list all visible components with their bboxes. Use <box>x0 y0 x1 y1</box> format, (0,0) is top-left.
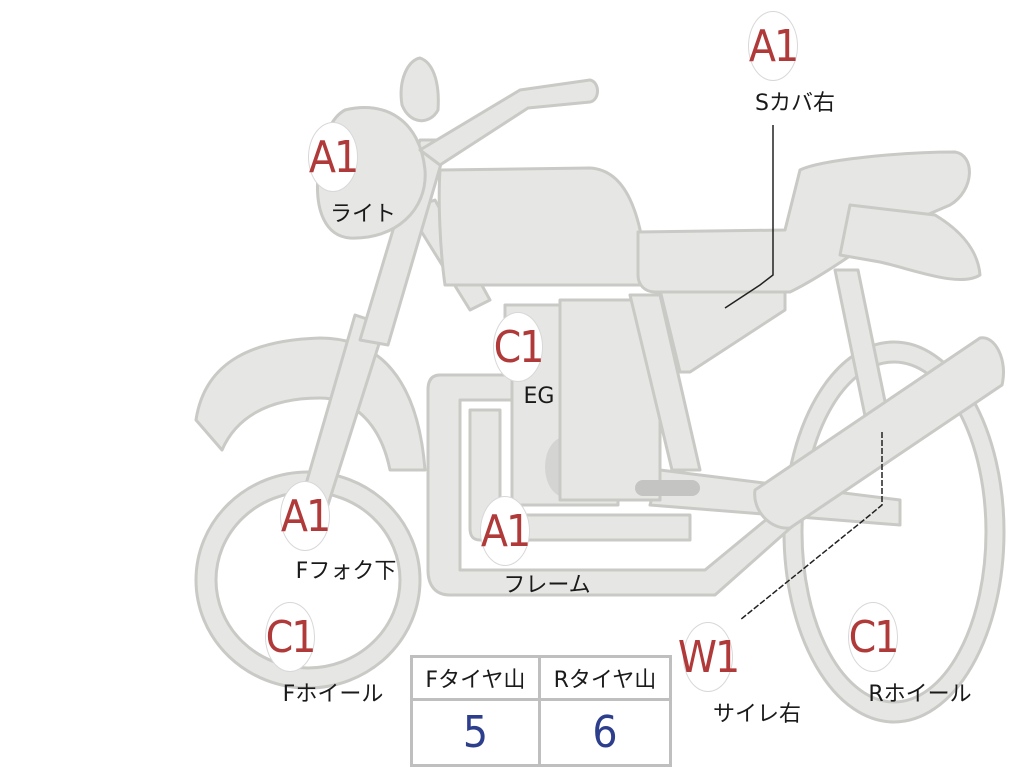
front-tire-tread-header: Fタイヤ山 <box>410 655 541 701</box>
frame-grade-badge: A1 <box>480 496 531 566</box>
tire-tread-table: Fタイヤ山 Rタイヤ山 5 6 <box>410 655 673 767</box>
s-cover-right-grade-badge: A1 <box>748 11 799 81</box>
silencer-right-grade-badge: W1 <box>678 622 740 692</box>
light-label: ライト <box>329 202 397 227</box>
light-grade-badge: A1 <box>308 122 359 192</box>
rear-tire-tread-value: 6 <box>537 698 673 767</box>
front-fork-lower-grade-badge: A1 <box>280 481 331 551</box>
front-fork-lower-label: Fフォク下 <box>295 559 397 584</box>
front-wheel-grade-badge: C1 <box>265 602 316 672</box>
rear-tube-shape <box>628 293 702 472</box>
front-wheel-label: Fホイール <box>282 682 384 707</box>
engine-side-shape <box>558 298 662 502</box>
fuel-tank-shape <box>437 166 650 287</box>
handlebar-shape <box>418 78 599 167</box>
silencer-shape <box>753 336 1005 530</box>
engine-label: EG <box>523 384 555 409</box>
rear-wheel-grade-badge: C1 <box>848 602 899 672</box>
exhaust-pipe-shape <box>426 373 807 597</box>
footpeg-shape <box>635 480 700 496</box>
side-cover-shape <box>658 288 787 374</box>
rear-wheel-label: Rホイール <box>868 682 972 707</box>
silencer-leader-line <box>739 432 883 621</box>
front-wheel-shape <box>194 470 422 690</box>
mirror-shape <box>399 56 440 123</box>
front-tire-tread-value: 5 <box>410 698 541 767</box>
rear-tire-tread-header: Rタイヤ山 <box>537 655 673 701</box>
front-fender-shape <box>194 336 427 472</box>
frame-label: フレーム <box>503 573 591 598</box>
s-cover-right-label: Sカバ右 <box>755 91 835 116</box>
s-cover-leader-line <box>724 125 774 309</box>
tail-cowl-shape <box>838 203 982 282</box>
silencer-right-label: サイレ右 <box>712 702 802 727</box>
engine-grade-badge: C1 <box>493 312 544 382</box>
seat-shape <box>636 150 971 294</box>
